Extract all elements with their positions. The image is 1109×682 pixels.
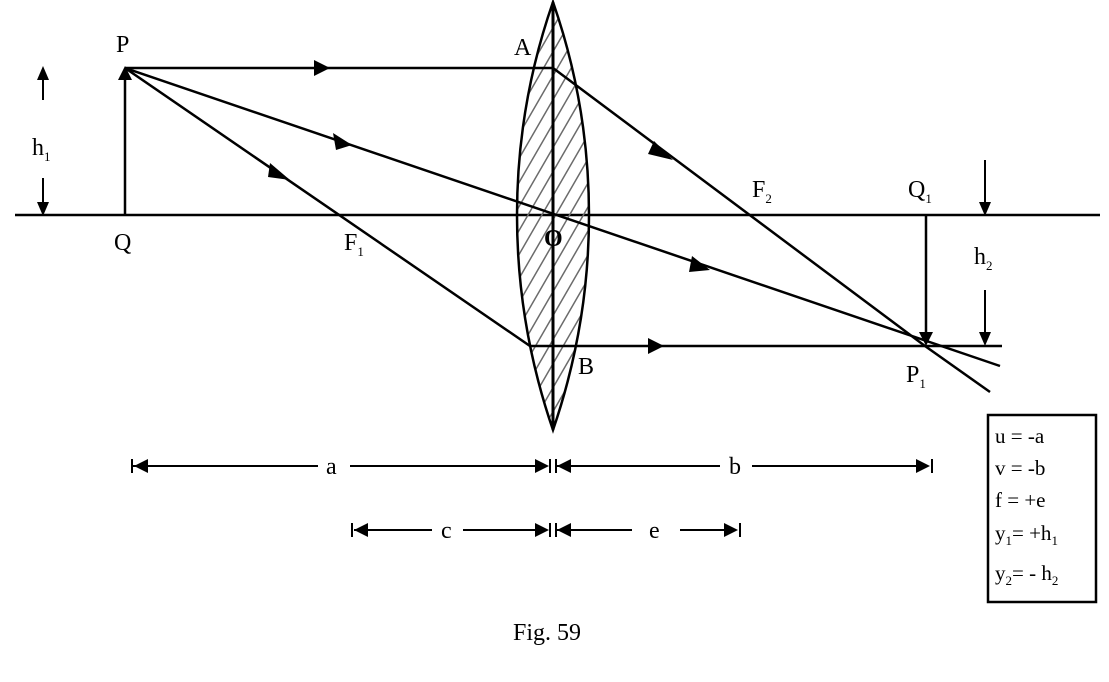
ray-focal-extension (924, 344, 991, 394)
object-arrowhead (118, 66, 132, 80)
label-h2: h2 (974, 244, 993, 273)
label-P: P (116, 32, 129, 58)
ray-focal (124, 66, 1002, 348)
h2-arrowhead-down (979, 202, 991, 216)
label-A: A (514, 35, 532, 61)
legend-f: f = +e (995, 488, 1046, 512)
label-B: B (578, 354, 594, 380)
legend-y2: y2= - h2 (995, 561, 1058, 588)
figure-caption: Fig. 59 (513, 620, 581, 646)
label-O: O (544, 226, 563, 252)
e-right-arrowhead (724, 523, 738, 537)
ray-direction-arrow (314, 60, 330, 76)
ray-parallel (125, 66, 926, 348)
ray-direction-arrow (648, 338, 664, 354)
ray-direction-arrow (333, 133, 352, 150)
label-Q1: Q1 (908, 177, 932, 206)
ray-direction-arrow (689, 256, 710, 272)
legend-v: v = -b (995, 456, 1045, 480)
label-F2: F2 (752, 177, 772, 206)
sign-convention-box (986, 413, 1098, 604)
h2-arrowhead-down (979, 332, 991, 346)
legend-y1: y1= +h1 (995, 521, 1058, 548)
a-left-arrowhead (134, 459, 148, 473)
legend-u: u = -a (995, 424, 1045, 448)
h1-arrowhead-up (37, 66, 49, 80)
ray-direction-arrow (268, 163, 290, 180)
ray-direction-arrow (648, 141, 673, 160)
label-P1: P1 (906, 362, 926, 391)
label-F1: F1 (344, 230, 364, 259)
label-a: a (326, 454, 337, 480)
c-right-arrowhead (535, 523, 549, 537)
label-b: b (729, 454, 741, 480)
b-right-arrowhead (916, 459, 930, 473)
h1-arrowhead-down (37, 202, 49, 216)
image-arrowhead (919, 332, 933, 346)
ray-central (124, 66, 1001, 368)
label-e: e (649, 518, 660, 544)
label-c: c (441, 518, 452, 544)
label-Q: Q (114, 230, 131, 256)
label-h1: h1 (32, 135, 51, 164)
a-right-arrowhead (535, 459, 549, 473)
